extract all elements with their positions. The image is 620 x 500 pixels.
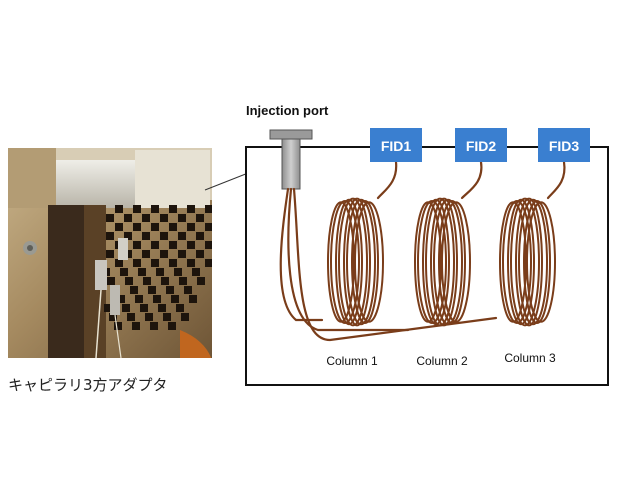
foil-square (178, 232, 186, 240)
foil-square (174, 268, 182, 276)
foil-square (142, 250, 150, 258)
foil-square (197, 277, 205, 285)
oven-diagram: Injection port FID1 FID2 FID3 Column 1 C… (246, 103, 608, 385)
foil-square (187, 223, 195, 231)
foil-square (196, 232, 204, 240)
column3-coil (500, 199, 555, 326)
fid1-label: FID1 (381, 138, 412, 154)
foil-square (151, 223, 159, 231)
foil-square (196, 214, 204, 222)
foil-square (140, 304, 148, 312)
foil-square (187, 241, 195, 249)
foil-square (160, 214, 168, 222)
foil-square (130, 286, 138, 294)
foil-square (196, 250, 204, 258)
fid1-box: FID1 (370, 128, 422, 162)
foil-square (205, 241, 213, 249)
foil-square (205, 223, 213, 231)
foil-square (125, 277, 133, 285)
foil-square (205, 259, 213, 267)
foil-square (151, 241, 159, 249)
foil-square (127, 313, 135, 321)
column3-label: Column 3 (504, 351, 556, 365)
foil-square (151, 259, 159, 267)
fid2-label: FID2 (466, 138, 497, 154)
foil-square (143, 277, 151, 285)
foil-square (133, 259, 141, 267)
adapter-photo (8, 148, 213, 360)
foil-square (169, 205, 177, 213)
foil-square (142, 214, 150, 222)
foil-square (107, 277, 115, 285)
foil-square (114, 322, 122, 330)
foil-square (166, 286, 174, 294)
foil-square (168, 322, 176, 330)
column2-coil (415, 199, 470, 326)
foil-square (133, 205, 141, 213)
foil-square (142, 232, 150, 240)
fid3-box: FID3 (538, 128, 590, 162)
column2-label: Column 2 (416, 354, 468, 368)
foil-square (156, 268, 164, 276)
foil-square (153, 295, 161, 303)
foil-square (145, 313, 153, 321)
foil-square (133, 241, 141, 249)
foil-square (122, 304, 130, 312)
foil-square (106, 214, 114, 222)
foil-square (192, 268, 200, 276)
foil-square (160, 232, 168, 240)
foil-square (160, 250, 168, 258)
foil-square (169, 241, 177, 249)
foil-square (187, 205, 195, 213)
foil-square (205, 205, 213, 213)
fid3-label: FID3 (549, 138, 580, 154)
foil-square (115, 205, 123, 213)
foil-square (120, 268, 128, 276)
foil-square (169, 259, 177, 267)
foil-square (189, 295, 197, 303)
foil-square (133, 223, 141, 231)
foil-square (184, 286, 192, 294)
foil-square (181, 313, 189, 321)
foil-square (178, 214, 186, 222)
fid2-box: FID2 (455, 128, 507, 162)
foil-square (187, 259, 195, 267)
injection-port-label: Injection port (246, 103, 329, 118)
foil-square (179, 277, 187, 285)
foil-square (178, 250, 186, 258)
foil-square (169, 223, 177, 231)
foil-square (138, 268, 146, 276)
foil-square (158, 304, 166, 312)
column1-coil (328, 199, 383, 326)
foil-square (135, 295, 143, 303)
foil-square (150, 322, 158, 330)
foil-square (163, 313, 171, 321)
foil-square (132, 322, 140, 330)
foil-square (176, 304, 184, 312)
column1-label: Column 1 (326, 354, 378, 368)
photo-caption: キャピラリ3方アダプタ (8, 376, 168, 394)
foil-square (161, 277, 169, 285)
foil-square (115, 223, 123, 231)
foil-square (115, 259, 123, 267)
foil-square (171, 295, 179, 303)
foil-square (106, 232, 114, 240)
foil-square (106, 250, 114, 258)
foil-square (151, 205, 159, 213)
foil-square (148, 286, 156, 294)
foil-square (124, 214, 132, 222)
